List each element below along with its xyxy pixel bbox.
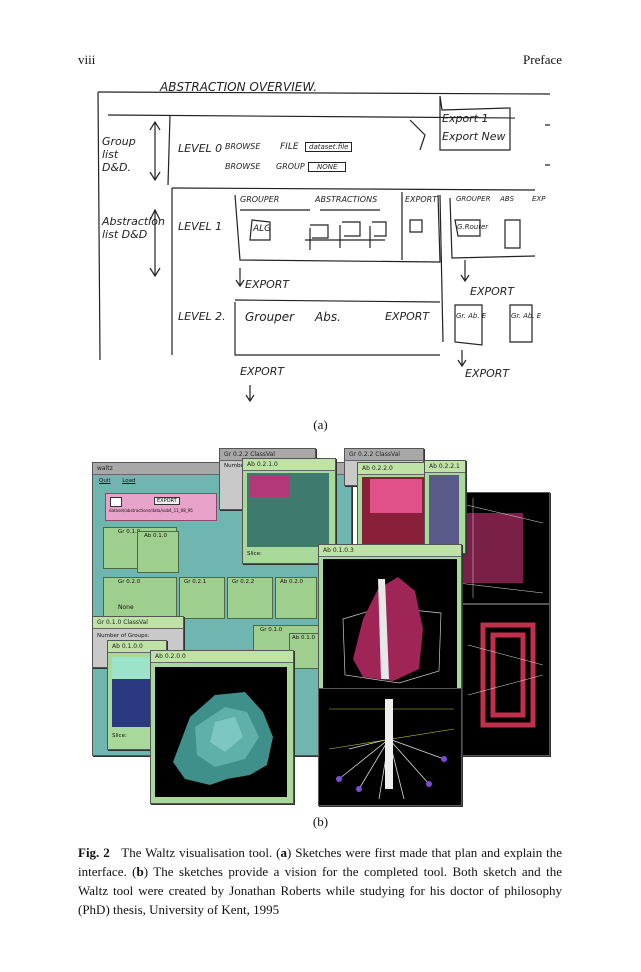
panel-gr-022[interactable]: Gr 0.2.2	[227, 577, 273, 619]
teal-volume-render	[173, 692, 273, 785]
browse-1-label: BROWSE	[225, 142, 261, 151]
export-arrow-3: EXPORT	[465, 367, 510, 380]
subfigure-label-b: (b)	[312, 814, 329, 829]
dataset-panel: EXPORT dataset/abstractions/data/sub4_11…	[105, 493, 217, 521]
back-arrow-icon[interactable]	[110, 497, 122, 507]
window-ab-0103: Ab 0.1.0.3	[318, 544, 462, 696]
window-3d-right-a	[452, 492, 550, 604]
level1-label: LEVEL 1	[178, 220, 223, 233]
export-1-label: Export 1	[442, 112, 489, 125]
gr-b-label: Gr. Ab. E	[511, 312, 542, 320]
export-arrow-1: EXPORT	[245, 278, 290, 291]
export-label: EXPORT	[405, 195, 438, 204]
level2-grouper-label: Grouper	[245, 310, 295, 324]
wireframe-render-b	[467, 622, 544, 728]
group-label: GROUP	[276, 162, 305, 171]
none-field[interactable]: None	[118, 604, 134, 611]
window-ab-0200: Ab 0.2.0.0	[150, 650, 294, 804]
slice-image-0210	[247, 473, 329, 547]
wireframe-render-a	[457, 498, 544, 598]
right-grouper-label: GROUPER	[456, 195, 491, 203]
window-3d-right-b	[462, 604, 550, 756]
browse-2-label: BROWSE	[225, 162, 261, 171]
waltz-screenshot: waltz Quit Load EXPORT dataset/abstracti…	[92, 448, 550, 806]
level2-abs-label: Abs.	[315, 310, 341, 324]
page-number: viii	[78, 52, 96, 67]
panel-ab-020[interactable]: Ab 0.2.0	[275, 577, 317, 619]
grouper-box-label: G.Router	[457, 223, 489, 231]
window-ab-0221: Ab 0.2.2.1	[424, 460, 466, 554]
num-groups-label: Number of Groups:	[97, 633, 150, 639]
render-3d-teal	[155, 667, 287, 797]
level2-label: LEVEL 2.	[178, 310, 226, 323]
gr-a-label: Gr. Ab. E	[456, 312, 487, 320]
group-list-label: Group list D&D.	[102, 135, 136, 174]
grouper-label: GROUPER	[240, 195, 280, 204]
figure-caption: Fig. 2 The Waltz visualisation tool. (a)…	[78, 845, 562, 917]
export-arrow-2: EXPORT	[470, 285, 515, 298]
window-3d-star	[318, 688, 462, 806]
export-button[interactable]: EXPORT	[154, 497, 180, 505]
sketch-title: ABSTRACTION OVERVIEW.	[160, 80, 318, 94]
level2-export-label: EXPORT	[385, 310, 430, 323]
file-field: dataset.file	[305, 142, 353, 152]
star-glyph-render	[328, 699, 455, 800]
export-new-label: Export New	[442, 130, 506, 143]
export-arrow-4: EXPORT	[240, 365, 285, 378]
right-exp-label: EXP	[532, 195, 546, 203]
level0-label: LEVEL 0	[178, 142, 223, 155]
color-legend	[429, 475, 459, 545]
right-abs-label: ABS	[500, 195, 515, 203]
number-label: Number	[224, 463, 247, 469]
abstractions-label: ABSTRACTIONS	[315, 195, 378, 204]
panel-gr-021[interactable]: Gr 0.2.1	[179, 577, 225, 619]
panel-ab-010[interactable]: Ab 0.1.0	[137, 531, 179, 573]
menu-quit[interactable]: Quit	[99, 478, 111, 484]
dataset-filepath: dataset/abstractions/data/sub4_11_08_95	[109, 508, 193, 513]
render-3d-magenta	[323, 559, 457, 691]
sketch-lines	[97, 91, 551, 403]
slice-image-0220	[362, 477, 432, 551]
sketch-figure: ABSTRACTION OVERVIEW. Export 1 Export Ne…	[80, 80, 570, 410]
caption-fig-number: Fig. 2	[78, 845, 110, 860]
file-label: FILE	[280, 142, 299, 152]
abstraction-list-label: Abstraction list D&D	[102, 215, 165, 241]
menu-load[interactable]: Load	[122, 478, 136, 484]
alg-box: ALG	[253, 224, 272, 234]
subfigure-label-a: (a)	[313, 417, 328, 432]
magenta-volume-render	[342, 577, 442, 684]
running-head: Preface	[523, 52, 562, 67]
group-field: NONE	[308, 162, 347, 172]
